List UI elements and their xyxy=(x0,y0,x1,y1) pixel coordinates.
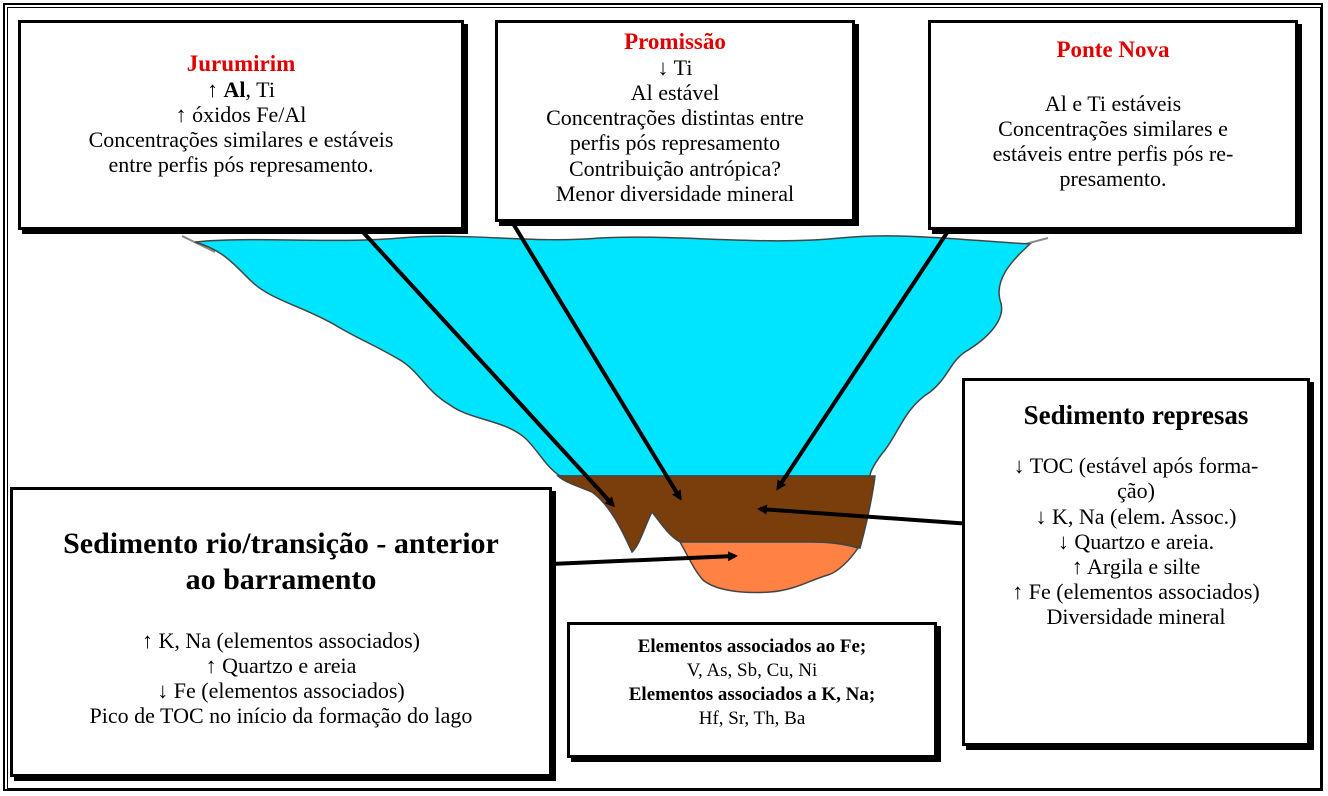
jurumirim-line2: ↑ óxidos Fe/Al xyxy=(175,102,307,128)
promissao-line: Al estável xyxy=(630,80,720,106)
promissao-box: Promissão ↓ Ti Al estável Concentrações … xyxy=(495,20,855,222)
jurumirim-al: Al xyxy=(223,77,246,103)
sedimento-represas-line: ção) xyxy=(1117,478,1155,504)
arrow-jurumirim xyxy=(338,205,616,508)
ponte-nova-line: Concentrações similares e xyxy=(998,116,1228,142)
elementos-kna-list: Hf, Sr, Th, Ba xyxy=(698,707,806,729)
sedimento-rio-line: Pico de TOC no início da formação do lag… xyxy=(89,703,473,729)
sedimento-represas-line: Diversidade mineral xyxy=(1046,603,1226,629)
elementos-kna-heading: Elementos associados a K, Na; xyxy=(628,683,876,705)
ponte-nova-line: Al e Ti estáveis xyxy=(1044,91,1182,117)
promissao-line: Contribuição antrópica? xyxy=(569,155,781,181)
jurumirim-ti: , Ti xyxy=(245,77,275,103)
elementos-fe-list: V, As, Sb, Cu, Ni xyxy=(686,659,818,681)
water-body xyxy=(194,235,1032,477)
jurumirim-line3: Concentrações similares e estáveis xyxy=(88,127,394,153)
sedimento-represas-box: Sedimento represas ↓ TOC (estável após f… xyxy=(962,378,1310,746)
promissao-line: Concentrações distintas entre xyxy=(546,105,804,131)
sedimento-represas-title: Sedimento represas xyxy=(1023,400,1249,430)
ponte-nova-line: estáveis entre perfis pós re- xyxy=(992,141,1234,167)
sedimento-represas-line: ↑ Argila e silte xyxy=(1071,553,1201,579)
sedimento-rio-line: ↑ K, Na (elementos associados) xyxy=(142,628,420,653)
elementos-fe-heading: Elementos associados ao Fe; xyxy=(637,636,867,657)
sedimento-rio-box: Sedimento rio/transição - anterior ao ba… xyxy=(10,487,552,777)
reservoir-bank-left xyxy=(181,235,216,253)
jurumirim-box: Jurumirim ↑ Al, Ti ↑ óxidos Fe/Al Concen… xyxy=(18,20,464,230)
sedimento-rio-title-2: ao barramento xyxy=(185,563,377,596)
sedimento-rio-line: ↓ Fe (elementos associados) xyxy=(157,678,405,704)
jurumirim-line1: ↑ Al, Ti xyxy=(21,77,461,102)
sedimento-represas-line: ↑ Fe (elementos associados) xyxy=(1012,578,1260,604)
ponte-nova-title: Ponte Nova xyxy=(1056,37,1170,62)
sediment-reservoir xyxy=(555,475,876,554)
ponte-nova-line: presamento. xyxy=(1059,166,1167,192)
ponte-nova-box: Ponte Nova Al e Ti estáveis Concentraçõe… xyxy=(928,20,1298,230)
arrow-sedimento-represas xyxy=(757,504,986,527)
sediment-river xyxy=(678,541,860,594)
sedimento-rio-line: ↑ Quartzo e areia xyxy=(205,653,357,679)
jurumirim-arrow: ↑ xyxy=(207,77,224,103)
sedimento-represas-line: ↓ Quartzo e areia. xyxy=(1057,528,1215,554)
promissao-line: Menor diversidade mineral xyxy=(555,180,795,206)
elementos-box: Elementos associados ao Fe; V, As, Sb, C… xyxy=(567,622,937,758)
inner-frame xyxy=(7,7,1321,789)
sedimento-rio-title-1: Sedimento rio/transição - anterior xyxy=(63,527,499,560)
sedimento-represas-line: ↓ TOC (estável após forma- xyxy=(1013,453,1259,479)
sedimento-represas-line: ↓ K, Na (elem. Assoc.) xyxy=(1035,503,1237,529)
jurumirim-title: Jurumirim xyxy=(186,51,296,76)
promissao-line: perfis pós represamento xyxy=(569,130,781,156)
promissao-line: ↓ Ti xyxy=(657,55,693,81)
promissao-title: Promissão xyxy=(624,29,726,54)
jurumirim-line4: entre perfis pós represamento. xyxy=(108,152,374,178)
arrow-promissao xyxy=(501,205,682,501)
outer-frame xyxy=(3,3,1323,791)
arrow-ponte-nova xyxy=(776,193,974,491)
